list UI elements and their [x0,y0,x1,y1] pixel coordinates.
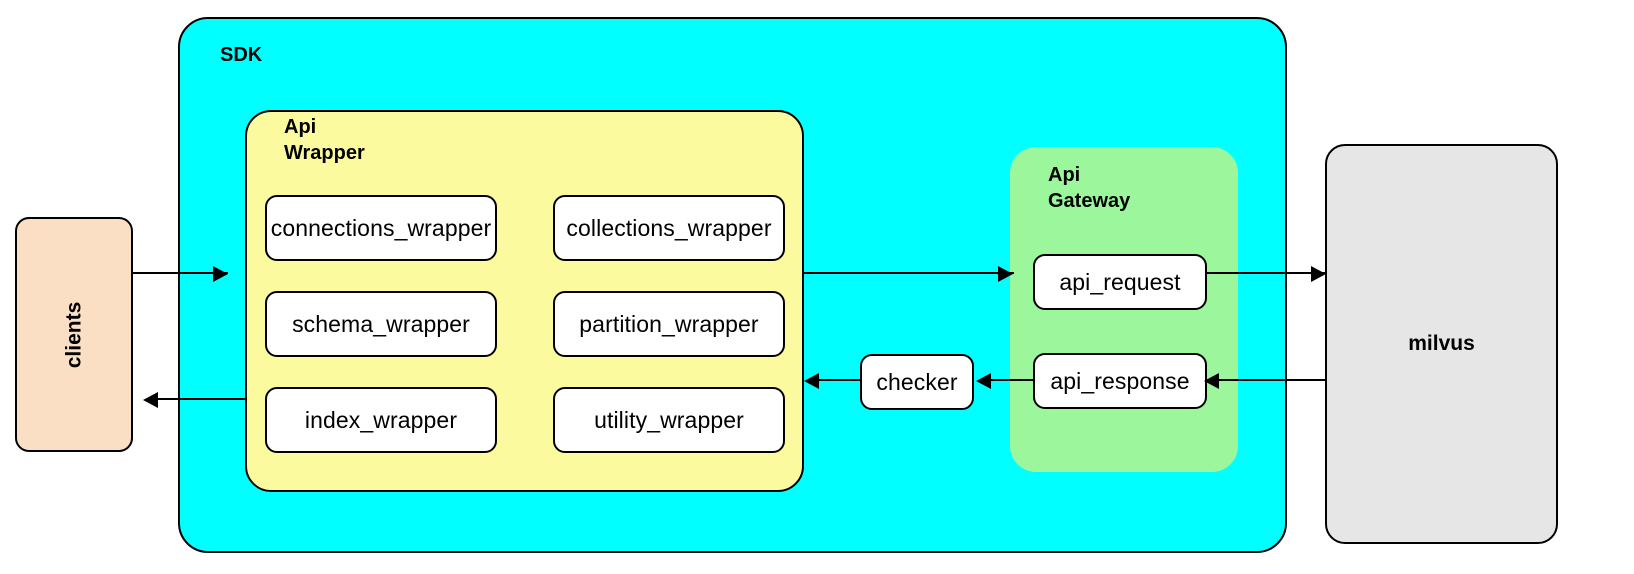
connections-wrapper-box[interactable]: connections_wrapper [265,195,497,261]
arrow-wrapper-to-gateway [802,272,1014,274]
utility-wrapper-box[interactable]: utility_wrapper [553,387,785,453]
arrow-checker-to-wrapper-head-icon [804,373,819,389]
collections-wrapper-box[interactable]: collections_wrapper [553,195,785,261]
arrow-clients-to-sdk [133,272,228,274]
arrow-wrapper-to-gateway-head-icon [998,266,1013,282]
arrow-request-to-milvus-head-icon [1311,266,1326,282]
checker-box[interactable]: checker [860,354,974,410]
clients-label: clients [62,301,85,368]
arrow-sdk-to-clients-head-icon [143,392,158,408]
index-wrapper-box[interactable]: index_wrapper [265,387,497,453]
arrow-clients-to-sdk-head-icon [213,266,228,282]
api-response-box[interactable]: api_response [1033,353,1207,409]
arrow-checker-to-wrapper [808,379,862,381]
partition-wrapper-box[interactable]: partition_wrapper [553,291,785,357]
clients-box[interactable]: clients [15,217,133,452]
milvus-label: milvus [1408,332,1475,355]
arrow-milvus-to-response [1207,379,1327,381]
arrow-response-to-checker-head-icon [976,373,991,389]
arrow-response-to-checker [980,379,1035,381]
api-gateway-label: Api Gateway [1048,164,1131,212]
api-wrapper-label: Api Wrapper [284,116,365,164]
arrow-sdk-to-clients [148,398,246,400]
sdk-label: SDK [220,44,263,66]
milvus-box[interactable]: milvus [1325,144,1558,544]
arrow-milvus-to-response-head-icon [1204,373,1219,389]
schema-wrapper-box[interactable]: schema_wrapper [265,291,497,357]
api-request-box[interactable]: api_request [1033,254,1207,310]
arrow-request-to-milvus [1207,272,1327,274]
